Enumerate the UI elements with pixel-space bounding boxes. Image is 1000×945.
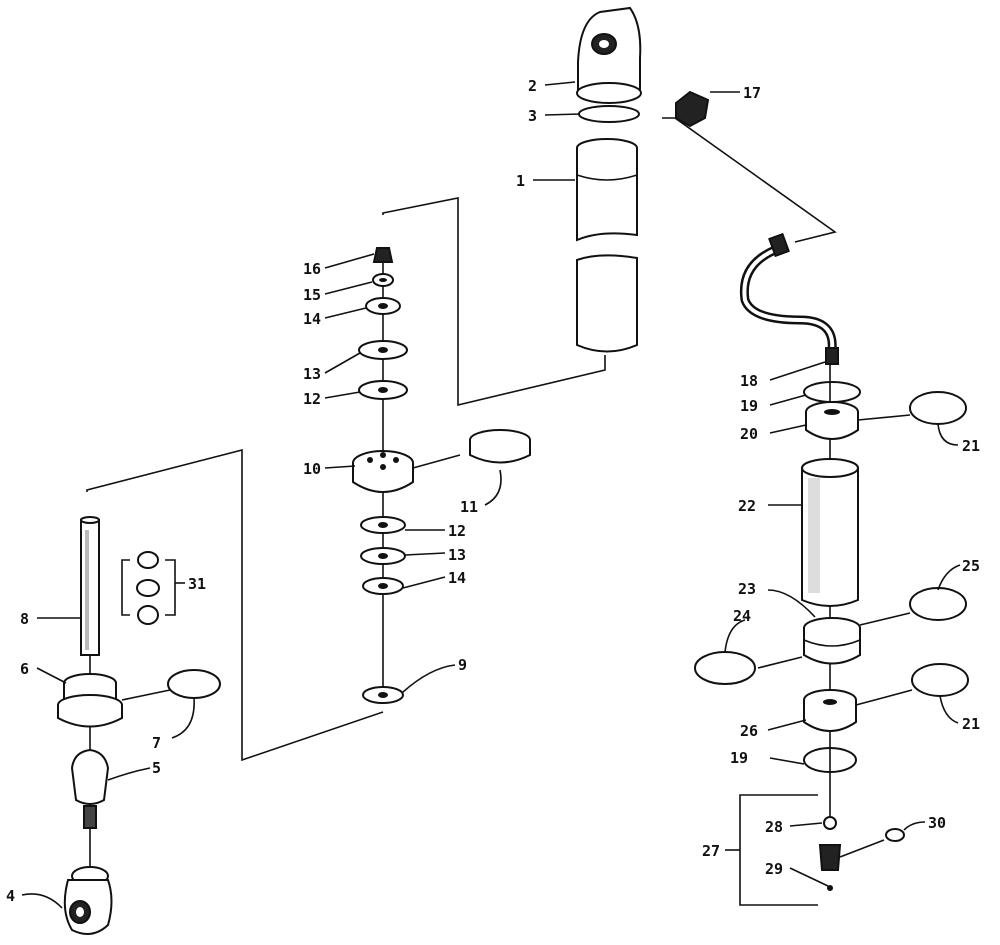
callout-6: 6 [20, 660, 29, 678]
callout-24: 24 [733, 607, 751, 625]
callout-28: 28 [765, 818, 783, 836]
callout-16: 16 [303, 260, 321, 278]
callout-8: 8 [20, 610, 29, 628]
callout-29: 29 [765, 860, 783, 878]
seal-head-6 [57, 673, 123, 728]
callout-19-lower: 19 [730, 749, 748, 767]
fitting-17 [675, 90, 710, 128]
reservoir-hose [739, 232, 839, 365]
shaft-8 [80, 516, 100, 656]
reservoir-cylinder-22 [801, 458, 859, 607]
callout-15: 15 [303, 286, 321, 304]
callout-3: 3 [528, 107, 537, 125]
callout-21-lower: 21 [962, 715, 980, 733]
split-ring-24 [694, 651, 756, 685]
leader-lines [21, 81, 961, 909]
reservoir-cap-20 [805, 401, 859, 440]
callout-12-lower: 12 [448, 522, 466, 540]
o-ring-19-upper [803, 381, 861, 403]
o-ring-3 [578, 105, 640, 123]
body-cylinder [576, 138, 638, 353]
callout-30: 30 [928, 814, 946, 832]
piston-23 [803, 617, 861, 665]
shaft-keepers-31 [121, 551, 185, 625]
callout-14-upper: 14 [303, 310, 321, 328]
callout-13-upper: 13 [303, 365, 321, 383]
lower-eyelet-4 [63, 866, 113, 935]
callout-10: 10 [303, 460, 321, 478]
callout-14-lower: 14 [448, 569, 466, 587]
bumper-5 [70, 748, 110, 829]
callout-20: 20 [740, 425, 758, 443]
callout-17: 17 [743, 84, 761, 102]
callout-9: 9 [458, 656, 467, 674]
callout-11: 11 [460, 498, 478, 516]
valve-stack [352, 247, 414, 704]
callout-18: 18 [740, 372, 758, 390]
piston-band-11 [469, 429, 531, 464]
callout-31: 31 [188, 575, 206, 593]
callout-27: 27 [702, 842, 720, 860]
seal-ring-25 [909, 587, 967, 621]
o-ring-19-lower [803, 747, 857, 773]
callout-5: 5 [152, 759, 161, 777]
assembly-guide-lines [86, 117, 837, 870]
callout-13-lower: 13 [448, 546, 466, 564]
callout-4: 4 [6, 887, 15, 905]
callout-22: 22 [738, 497, 756, 515]
valve-assembly-27 [725, 794, 905, 906]
end-cap-26 [803, 689, 857, 732]
callout-19-upper: 19 [740, 397, 758, 415]
upper-eyelet-cap [576, 6, 642, 104]
callout-25: 25 [962, 557, 980, 575]
callout-1: 1 [516, 172, 525, 190]
seal-ring-7 [167, 669, 221, 699]
callout-21-upper: 21 [962, 437, 980, 455]
callout-7: 7 [152, 734, 161, 752]
callout-26: 26 [740, 722, 758, 740]
seal-ring-21-lower [911, 663, 969, 697]
callout-23: 23 [738, 580, 756, 598]
callout-2: 2 [528, 77, 537, 95]
callout-labels: 1 2 3 4 5 6 7 8 9 10 11 12 12 13 13 14 1… [6, 77, 980, 905]
callout-12-upper: 12 [303, 390, 321, 408]
seal-ring-21-upper [909, 391, 967, 425]
